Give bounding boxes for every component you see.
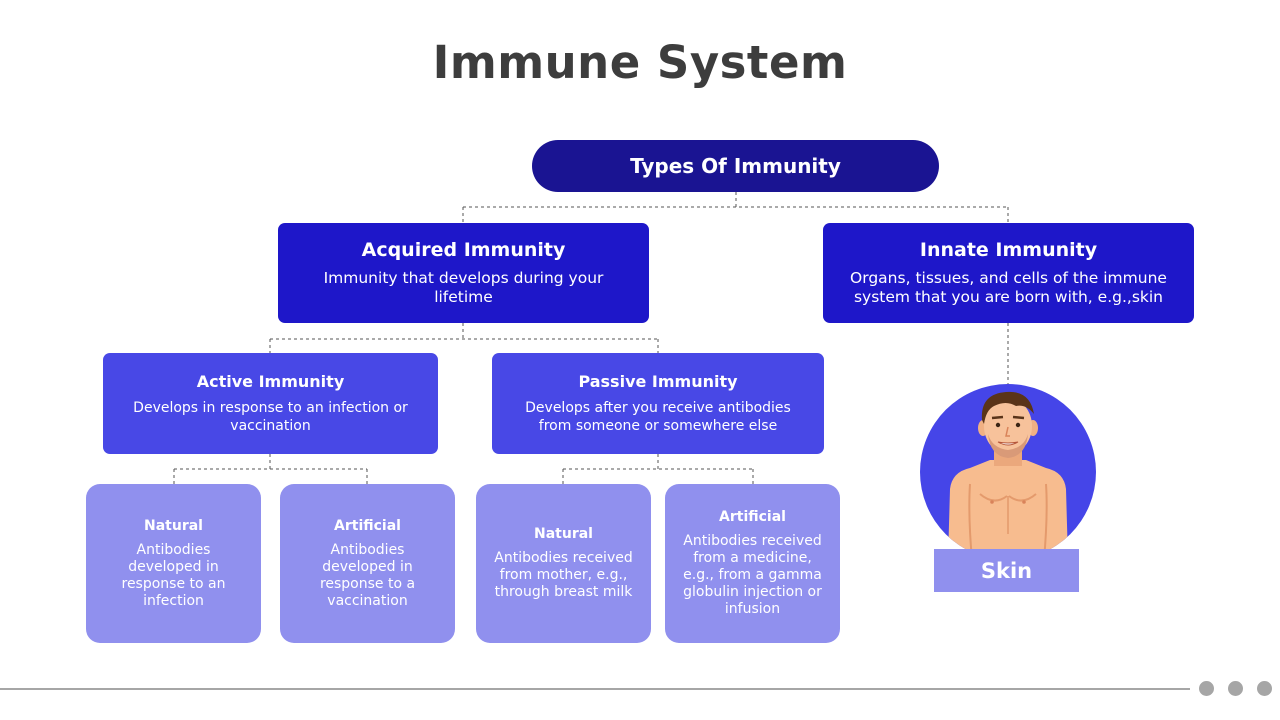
connector-root-to-level1 bbox=[462, 192, 1009, 223]
passive-immunity-node: Passive Immunity Develops after you rece… bbox=[492, 353, 824, 454]
node-description: Antibodies received from mother, e.g., t… bbox=[494, 550, 633, 600]
types-of-immunity-node: Types Of Immunity bbox=[532, 140, 939, 192]
node-title: Active Immunity bbox=[196, 372, 345, 391]
node-description: Immunity that develops during your lifet… bbox=[323, 269, 604, 306]
passive-natural-node: Natural Antibodies received from mother,… bbox=[476, 484, 651, 643]
page-title: Immune System bbox=[432, 36, 848, 89]
node-title: Natural bbox=[534, 526, 593, 542]
node-title: Passive Immunity bbox=[578, 372, 738, 391]
acquired-immunity-node: Acquired Immunity Immunity that develops… bbox=[278, 223, 649, 323]
node-title: Artificial bbox=[334, 517, 401, 534]
connector-active-to-leaves bbox=[173, 454, 368, 484]
active-immunity-node: Active Immunity Develops in response to … bbox=[103, 353, 438, 454]
node-description: Organs, tissues, and cells of the immune… bbox=[850, 269, 1167, 306]
connector-acquired-to-children bbox=[269, 323, 659, 353]
node-description: Develops after you receive antibodies fr… bbox=[525, 400, 791, 434]
node-description: Develops in response to an infection or … bbox=[133, 400, 408, 434]
page-dot-2[interactable] bbox=[1228, 681, 1243, 696]
node-description: Antibodies developed in response to a va… bbox=[319, 541, 416, 609]
connector-passive-to-leaves bbox=[562, 454, 754, 484]
active-natural-node: Natural Antibodies developed in response… bbox=[86, 484, 261, 643]
node-description: Antibodies received from a medicine, e.g… bbox=[683, 533, 822, 617]
active-artificial-node: Artificial Antibodies developed in respo… bbox=[280, 484, 455, 643]
passive-artificial-node: Artificial Antibodies received from a me… bbox=[665, 484, 840, 643]
page-dot-3[interactable] bbox=[1257, 681, 1272, 696]
node-title: Artificial bbox=[719, 509, 786, 525]
innate-immunity-node: Innate Immunity Organs, tissues, and cel… bbox=[823, 223, 1194, 323]
node-title: Types Of Immunity bbox=[630, 154, 841, 178]
skin-label: Skin bbox=[934, 549, 1079, 592]
man-torso-icon bbox=[920, 384, 1096, 560]
node-title: Natural bbox=[144, 517, 203, 534]
page-dot-1[interactable] bbox=[1199, 681, 1214, 696]
footer-divider bbox=[0, 688, 1190, 690]
node-description: Antibodies developed in response to an i… bbox=[121, 541, 226, 609]
node-title: Innate Immunity bbox=[919, 239, 1098, 261]
node-title: Acquired Immunity bbox=[361, 239, 566, 261]
